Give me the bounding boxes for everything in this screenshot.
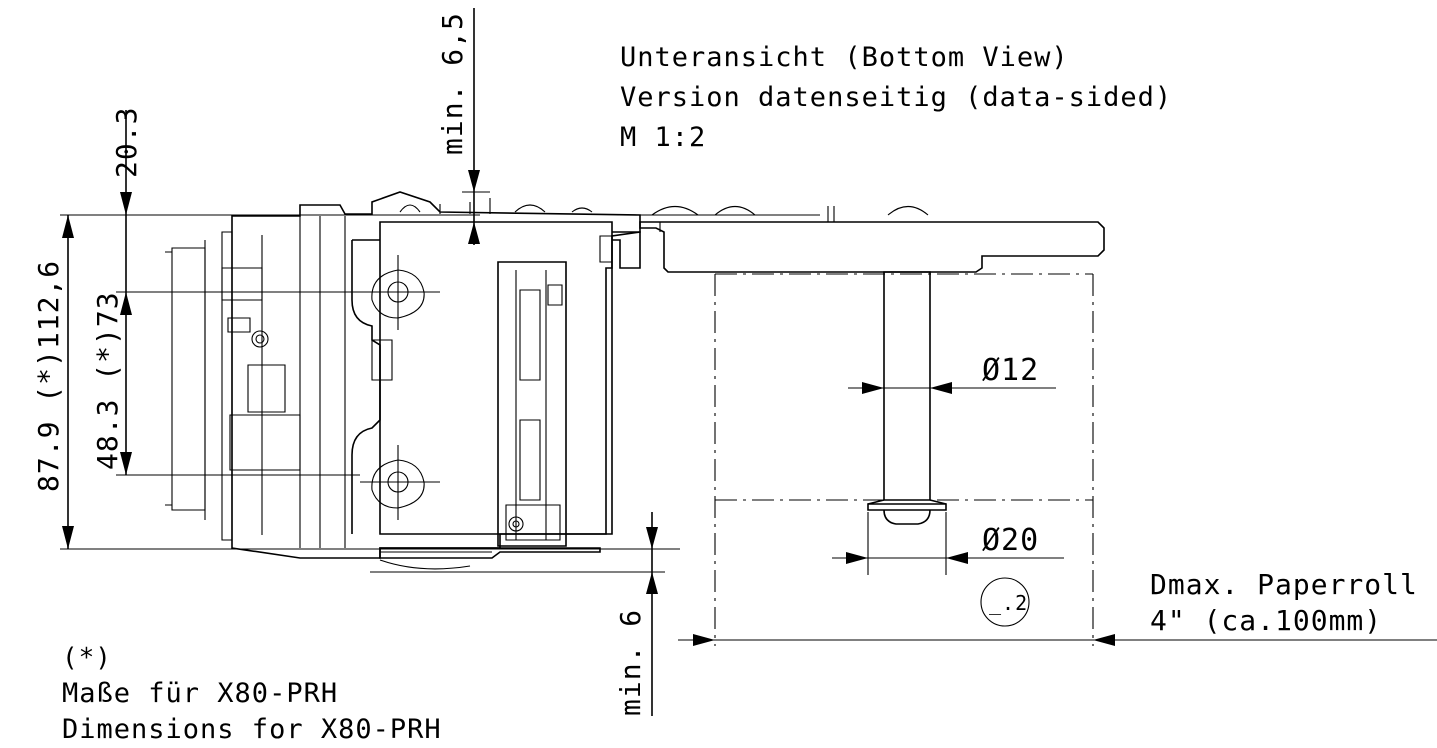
- title-line-3: M 1:2: [620, 122, 706, 153]
- label-detail-ref: _.2: [989, 591, 1028, 615]
- dim-height-total: 87.9 (*)112,6: [32, 260, 65, 492]
- dim-top-clearance: min. 6,5: [436, 12, 469, 155]
- roll-shaft: [867, 271, 947, 525]
- label-shaft-diameter: Ø12: [982, 353, 1039, 388]
- printer-mechanism: [165, 191, 641, 570]
- footnote-marker: (*): [62, 643, 112, 673]
- title-line-1: Unteransicht (Bottom View): [620, 42, 1069, 73]
- label-paperroll-2: 4" (ca.100mm): [1150, 604, 1382, 637]
- title-line-2: Version datenseitig (data-sided): [620, 82, 1172, 113]
- shaft-diameter-dim: [848, 382, 1056, 394]
- paperroll-width-dim: [678, 634, 1437, 646]
- top-clearance-dim: [462, 8, 490, 245]
- footnote-line-en: Dimensions for X80-PRH: [62, 714, 442, 745]
- paper-roll-arm: [639, 205, 1105, 273]
- detail-reference-circle: [980, 577, 1030, 627]
- paper-roll-outline: [714, 273, 1094, 646]
- left-dimensions: [60, 110, 680, 550]
- dim-height-inner: 48.3 (*)73: [91, 291, 124, 470]
- flange-diameter-dim: [832, 512, 1064, 575]
- label-flange-diameter: Ø20: [982, 523, 1039, 558]
- bottom-clearance-dim: [370, 512, 665, 716]
- label-paperroll-1: Dmax. Paperroll: [1150, 568, 1418, 601]
- dim-bottom-clearance: min. 6: [614, 609, 647, 716]
- dim-top-offset: 20.3: [110, 107, 143, 178]
- footnote-line-de: Maße für X80-PRH: [62, 678, 338, 709]
